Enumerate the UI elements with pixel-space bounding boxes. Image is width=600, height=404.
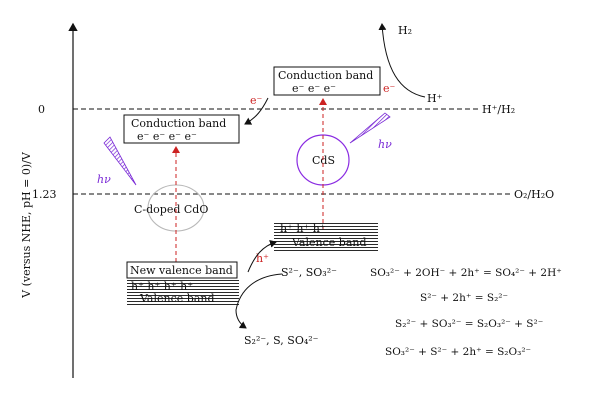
cdo-new-valence-band-label: New valence band	[130, 264, 233, 277]
tick-label-1-23: 1.23	[32, 188, 57, 201]
equation-3: S₂²⁻ + SO₃²⁻ = S₂O₃²⁻ + S²⁻	[395, 318, 543, 330]
hole-transfer-label: h⁺	[256, 252, 269, 265]
reactant-arrow	[235, 273, 283, 329]
cdo-light-arrow-icon	[103, 136, 137, 186]
cds-holes: h⁺ h⁺ h⁺	[280, 222, 326, 235]
hplus-label: H⁺	[427, 92, 443, 105]
reactants-label: S²⁻, SO₃²⁻	[281, 266, 337, 279]
cdo-valence-band-hatch	[127, 279, 239, 306]
products-label: S₂²⁻, S, SO₄²⁻	[244, 334, 319, 347]
cdo-holes: h⁺ h⁺ h⁺ h⁺	[131, 280, 193, 293]
cds-valence-band-label: Valence band	[291, 236, 367, 249]
cdo-new-valence-band-box	[126, 261, 238, 279]
electron-transfer-arrow	[244, 97, 269, 125]
electron-transfer-label: e⁻	[250, 94, 263, 107]
h2-label: H₂	[398, 24, 412, 37]
cdo-light-label: hν	[97, 173, 111, 186]
cds-light-arrow-icon	[349, 112, 391, 144]
h-level-label: H⁺/H₂	[482, 103, 515, 116]
o-level-label: O₂/H₂O	[514, 188, 554, 201]
h2-evolution-arrow	[378, 23, 426, 98]
y-axis-label: V (versus NHE, pH = 0)/V	[20, 151, 33, 299]
cdo-name: C-doped CdO	[134, 203, 208, 216]
cdo-electrons: e⁻ e⁻ e⁻ e⁻	[137, 130, 197, 143]
tick-label-0: 0	[38, 103, 45, 116]
cds-light-label: hν	[378, 138, 392, 151]
equation-4: SO₃²⁻ + S²⁻ + 2h⁺ = S₂O₃²⁻	[385, 346, 531, 358]
hole-transfer-arrow	[247, 239, 277, 273]
cdo-conduction-band-label: Conduction band	[131, 117, 226, 130]
equation-2: S²⁻ + 2h⁺ = S₂²⁻	[420, 292, 508, 304]
cdo-conduction-band-box	[123, 114, 240, 144]
cds-name: CdS	[312, 154, 335, 167]
cds-electrons: e⁻ e⁻ e⁻	[292, 82, 336, 95]
cds-conduction-band-box	[273, 66, 381, 96]
cdo-valence-band-label: Valence band	[139, 292, 215, 305]
cds-conduction-band-label: Conduction band	[278, 69, 373, 82]
equation-1: SO₃²⁻ + 2OH⁻ + 2h⁺ = SO₄²⁻ + 2H⁺	[370, 267, 562, 279]
cb-electron-red: e⁻	[383, 82, 396, 95]
cds-valence-band-hatch	[274, 221, 378, 251]
